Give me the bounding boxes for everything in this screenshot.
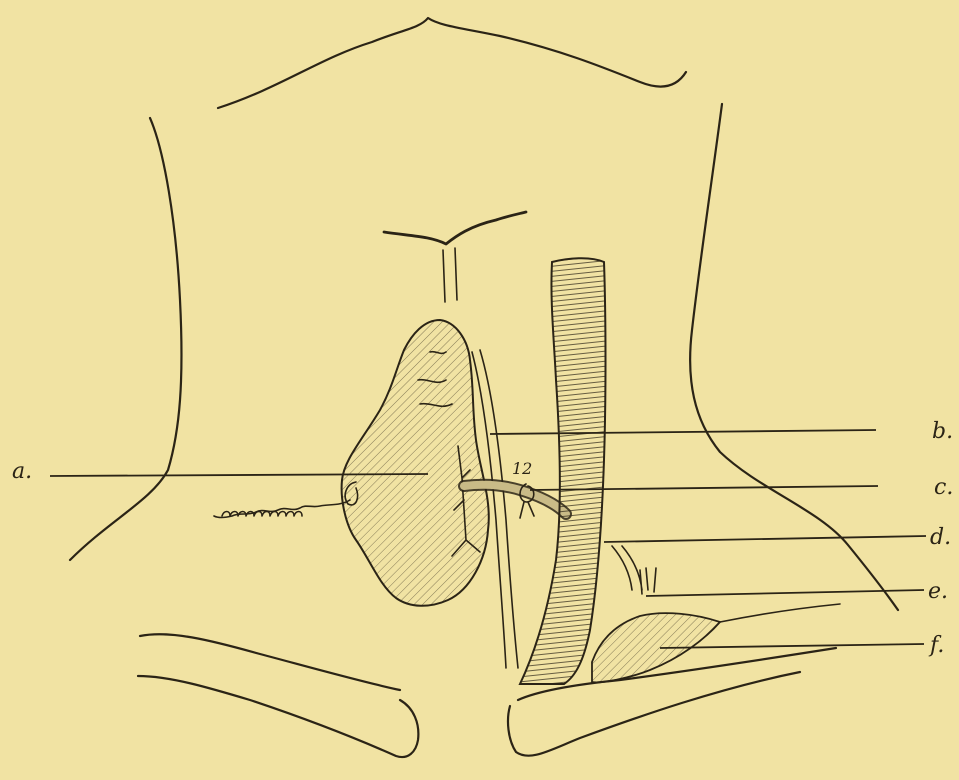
label-c: c. — [934, 475, 953, 500]
leader-f — [660, 644, 924, 648]
label-e: e. — [928, 579, 948, 604]
ligature-thread — [214, 500, 350, 518]
label-f: f. — [928, 633, 944, 658]
leader-b — [490, 430, 876, 434]
leader-e — [646, 590, 924, 596]
cricoid-line-left — [443, 250, 445, 302]
carotid-artery — [520, 258, 606, 684]
tumor-mass — [342, 320, 489, 606]
cricoid-line-right — [455, 248, 457, 300]
neck-right-outline — [690, 104, 898, 610]
label-number: 12 — [512, 459, 532, 478]
label-d: d. — [930, 525, 951, 550]
label-a: a. — [12, 459, 32, 484]
vein-branch — [612, 546, 656, 594]
chin-outline — [218, 18, 686, 108]
thyroid-cartilage — [384, 212, 526, 244]
subclavian-vein-line — [720, 604, 840, 622]
neck-left-outline — [70, 118, 182, 560]
clavicle-left-lower — [138, 676, 418, 757]
leader-d — [604, 536, 926, 542]
label-b: b. — [932, 419, 953, 444]
